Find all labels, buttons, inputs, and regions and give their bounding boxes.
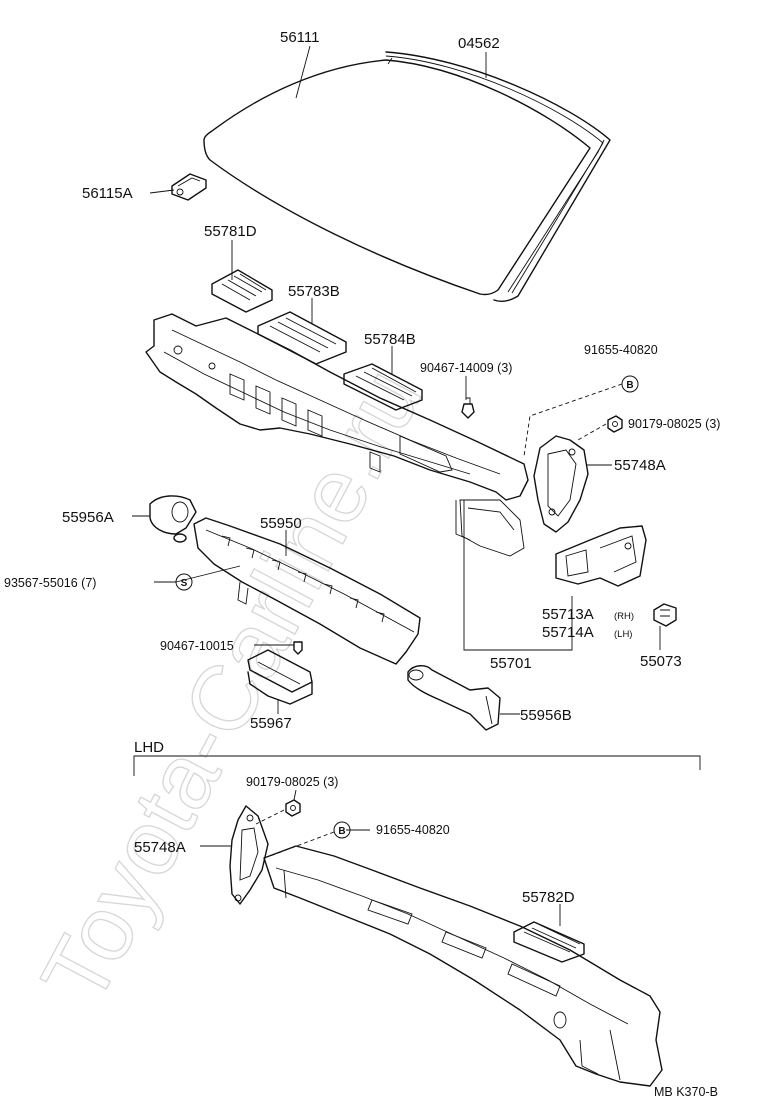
label-55713A: 55713A <box>542 606 594 623</box>
label-90179-08025-upper: 90179-08025 (3) <box>628 417 720 431</box>
bracket-55713A-icon <box>555 525 647 587</box>
label-90467-10015: 90467-10015 <box>160 639 234 653</box>
label-55950: 55950 <box>260 515 302 532</box>
label-55784B: 55784B <box>364 331 416 348</box>
bracket-55748A-lhd-icon <box>229 805 269 905</box>
label-lhd: LHD <box>134 739 164 756</box>
label-55713A-side: (RH) <box>614 611 634 622</box>
label-55748A-upper: 55748A <box>614 457 666 474</box>
bolt-b-symbol-upper-icon: B <box>621 375 639 393</box>
leader-lines <box>132 45 661 926</box>
svg-text:S: S <box>181 578 188 589</box>
label-91655-40820-lhd: 91655-40820 <box>376 823 450 837</box>
cowl-panel-upper-icon <box>145 313 529 557</box>
label-91655-40820-upper: 91655-40820 <box>584 343 658 357</box>
watermark-text: Toyota-Carline.ru <box>23 353 442 1019</box>
label-ref-code: MB K370-B <box>654 1085 718 1099</box>
label-90179-08025-lhd: 90179-08025 (3) <box>246 775 338 789</box>
label-55956A: 55956A <box>62 509 114 526</box>
duct-55956A-icon <box>149 495 197 543</box>
label-55748A-lhd: 55748A <box>134 839 186 856</box>
clip-90467-14009-icon <box>461 397 475 419</box>
cowl-panel-lower-icon <box>263 845 663 1087</box>
label-04562: 04562 <box>458 35 500 52</box>
label-56111: 56111 <box>280 29 320 46</box>
label-90467-14009: 90467-14009 (3) <box>420 361 512 375</box>
clip-90467-10015-icon <box>293 641 303 655</box>
vent-55967-icon <box>247 649 313 705</box>
label-55714A-side: (LH) <box>614 629 632 640</box>
label-55956B: 55956B <box>520 707 572 724</box>
windshield-moulding-icon <box>385 51 611 303</box>
label-55714A: 55714A <box>542 624 594 641</box>
air-duct-55950-icon <box>193 517 421 665</box>
nut-90179-08025-upper-icon <box>607 415 623 433</box>
louver-55781D-icon <box>211 269 273 313</box>
clip-55073-icon <box>653 603 677 627</box>
label-56115A: 56115A <box>82 185 133 202</box>
label-93567-55016: 93567-55016 (7) <box>4 576 96 590</box>
svg-text:B: B <box>626 380 633 391</box>
bracket-55748A-upper-icon <box>533 435 589 533</box>
label-55782D: 55782D <box>522 889 575 906</box>
label-55073: 55073 <box>640 653 682 670</box>
windshield-glass-icon <box>203 59 591 296</box>
label-55781D: 55781D <box>204 223 257 240</box>
louver-55782D-icon <box>513 921 585 963</box>
label-55701: 55701 <box>490 655 532 672</box>
duct-55956B-icon <box>407 665 501 731</box>
screw-s-symbol-icon: S <box>175 573 193 591</box>
label-55783B: 55783B <box>288 283 340 300</box>
nut-90179-08025-lhd-icon <box>285 799 301 817</box>
stopper-56115A-icon <box>171 173 207 201</box>
louver-55784B-icon <box>343 363 423 411</box>
svg-text:B: B <box>338 826 345 837</box>
label-55967: 55967 <box>250 715 292 732</box>
lhd-divider <box>133 755 701 776</box>
